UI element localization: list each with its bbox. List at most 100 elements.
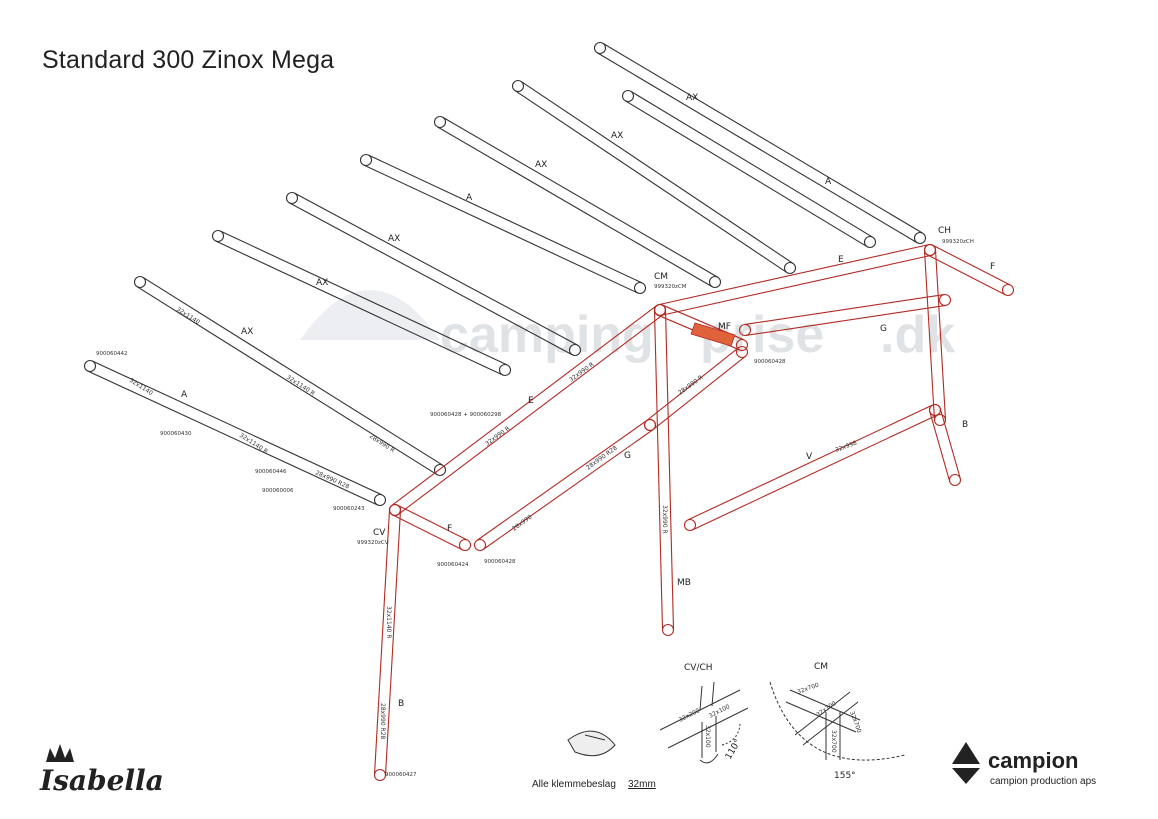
tube-mark-5: 28x990 R28 [314,469,350,490]
frame-pole-9-end-1 [928,403,942,417]
code-3: 900060446 [255,469,287,475]
frame-pole-5-end-2 [661,623,675,637]
code-7: 900060424 [437,562,469,568]
frame-pole-13-end-1 [738,323,752,337]
frame-pole-10-end-1 [923,243,937,257]
rafter-pole-9-end-1 [83,359,97,373]
rafter-pole-8-end-1 [133,275,147,289]
rafter-poles [83,41,927,507]
label-g-2: G [624,451,631,461]
frame-pole-6 [476,420,654,550]
mf-highlight [690,322,736,347]
rafter-pole-5-end-2 [633,281,647,295]
rafter-pole-5-end-1 [359,153,373,167]
label-a-1: A [825,177,832,187]
label-ax-2: AX [611,131,623,141]
code-2: 900060430 [160,431,192,437]
rafter-pole-7-end-2 [498,363,512,377]
frame-pole-5-end-1 [653,303,667,317]
tube-mark-9: 28x990 [511,514,534,533]
frame-pole-5 [653,309,675,631]
label-ax-6: AX [241,327,253,337]
code-ch: 999320zCH [942,239,974,245]
inset-cm-title: CM [814,662,828,672]
rafter-pole-1-end-2 [913,231,927,245]
rafter-pole-3-end-1 [511,79,525,93]
frame-pole-10 [923,249,947,421]
code-9: 900060428 [754,359,786,365]
frame-pole-11 [392,504,468,551]
part-codes: 900060442 900060430 900060446 900060006 … [96,239,974,778]
frame-pole-7 [646,347,746,430]
label-f-1: F [990,262,995,272]
rafter-pole-2-end-2 [863,235,877,249]
inset-cvch: CV/CH 32x200 32x100 32x100 110° [659,663,749,764]
rafter-pole-1-end-1 [593,41,607,55]
rafter-pole-3-end-2 [783,261,797,275]
inset-cvch-title: CV/CH [684,663,713,673]
rafter-pole-9 [87,360,383,506]
frame-pole-10-end-2 [933,413,947,427]
campion-brand: campion [988,748,1078,773]
frame-pole-7-end-2 [735,345,749,359]
campion-sub: campion production aps [990,776,1096,787]
tube-mark-6: 28x990 R [368,433,396,455]
inset-cm-dim-4: 32x700 [848,710,862,734]
rafter-pole-3 [514,80,794,274]
clamp-note: Alle klemmebeslag 32mm [532,730,656,790]
campion-logo: campion campion production aps [952,742,1096,787]
inset-cm-angle: 155° [834,771,856,781]
watermark-text-left: camping [440,306,654,364]
rafter-pole-1 [596,42,924,244]
code-10: 900060427 [385,772,417,778]
inset-cvch-dim-3: 32x100 [704,725,711,748]
frame-pole-12 [373,509,402,776]
tube-mark-13: 32x1140 R [385,606,392,639]
label-ch: CH [938,226,951,236]
crown-icon [46,744,74,762]
frame-pole-1 [391,305,664,515]
frame-pole-7-end-1 [643,418,657,432]
label-g-1: G [880,324,887,334]
watermark-text-suffix: .dk [880,306,955,364]
inset-cvch-angle: 110° [724,738,744,762]
label-e-1: E [838,255,844,265]
label-ax-5: AX [316,278,328,288]
watermark: camping prise .dk [300,290,955,364]
rafter-pole-6-end-2 [568,343,582,357]
tube-mark-15: 32x998 [834,439,858,453]
label-ax-4: AX [388,234,400,244]
label-cm: CM [654,272,668,282]
frame-pole-2 [658,244,932,316]
label-a-2: A [466,193,473,203]
campion-triangle-icon [952,742,980,784]
rafter-pole-9-end-2 [373,493,387,507]
label-mb: MB [677,578,691,588]
rafter-pole-4-end-1 [433,115,447,129]
label-e-2: E [528,396,534,406]
isabella-brand: Isabella [39,764,164,797]
frame-pole-6-end-1 [473,538,487,552]
frame-pole-12-end-1 [388,503,402,517]
rafter-pole-5 [363,154,643,294]
rafter-pole-8 [136,276,444,476]
tube-mark-10: 28x990 R28 [585,444,619,471]
label-cv: CV [373,528,386,538]
inset-cm: CM 32x700 32x700 32x700 32x700 155° [769,662,906,781]
inset-cvch-dim-1: 32x200 [678,707,702,724]
tube-mark-14: 28x990 R28 [379,703,386,740]
rafter-pole-7-end-1 [211,229,225,243]
label-mf: MF [718,322,731,332]
tube-mark-7: 32x990 R [568,361,595,384]
frame-pole-4-end-2 [735,338,749,352]
code-cv: 999320zCV [357,540,389,546]
watermark-tent-icon [300,290,440,340]
frame-pole-9 [929,408,961,482]
isabella-logo: Isabella [39,744,164,797]
label-b-1: B [962,420,968,430]
code-5: 900060243 [333,506,365,512]
rafter-pole-7 [215,230,508,376]
part-labels: AX AX AX AX AX AX A A A E E F F G G CM C… [181,93,995,709]
label-a-3: A [181,390,188,400]
